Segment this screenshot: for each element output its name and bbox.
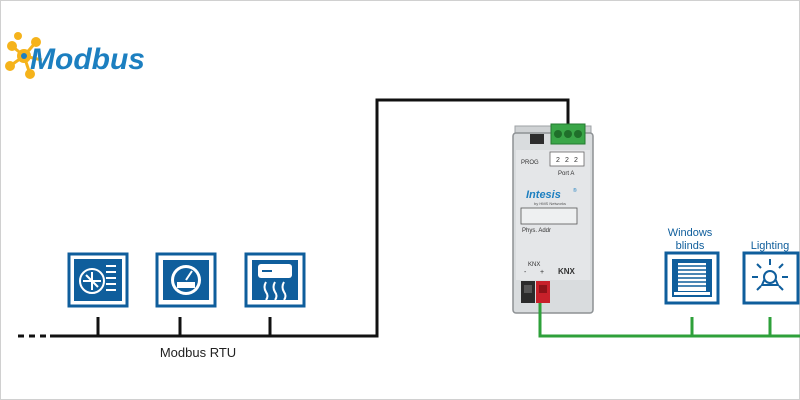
terminal-mark: 2	[556, 157, 560, 164]
window-blinds-icon	[672, 259, 712, 297]
knx-minus-label: -	[524, 269, 527, 276]
modbus-rtu-bus	[18, 98, 570, 338]
hvac-unit-icon	[74, 259, 122, 301]
blinds-label-line2: blinds	[676, 240, 705, 252]
brand-trademark: ®	[573, 187, 577, 194]
knx-connector	[521, 281, 550, 303]
knx-device-lighting	[742, 251, 800, 305]
green-terminal-block	[550, 123, 586, 145]
energy-meter-icon	[163, 260, 209, 300]
modbus-logo-text: Modbus	[30, 43, 145, 76]
terminal-mark: 2	[574, 157, 578, 164]
terminal-plate	[549, 151, 585, 167]
knx-plus-label: +	[540, 269, 544, 276]
modbus-device-meter	[155, 252, 217, 308]
blinds-label-line1: Windows	[668, 227, 713, 239]
brand-subtitle: by HMS Networks	[534, 201, 566, 206]
light-bulb-icon	[752, 259, 788, 291]
modbus-device-heater	[244, 252, 306, 308]
terminal-mark: 2	[565, 157, 569, 164]
heater-icon	[252, 260, 298, 301]
intesis-gateway: PROG 2 2 2 Port A Intesis ® by HMS Netwo…	[512, 123, 594, 314]
bus-line	[50, 98, 570, 338]
knx-device-blinds	[664, 251, 720, 305]
knx-bus	[538, 303, 800, 338]
brand-label: Intesis	[526, 189, 561, 201]
lighting-label: Lighting	[751, 240, 790, 252]
address-label-area	[520, 207, 578, 225]
led-window	[530, 134, 544, 144]
bus-label: Modbus RTU	[160, 345, 236, 360]
phys-addr-label: Phys. Addr	[522, 228, 551, 234]
modbus-logo: Modbus	[5, 32, 145, 79]
modbus-network-icon	[5, 32, 43, 79]
knx-port-label: KNX	[528, 262, 540, 268]
knx-logo: KNX	[558, 267, 576, 276]
knx-bus-line	[538, 303, 800, 338]
prog-label: PROG	[521, 160, 539, 166]
modbus-device-hvac	[67, 252, 129, 308]
port-label: Port A	[558, 171, 574, 177]
